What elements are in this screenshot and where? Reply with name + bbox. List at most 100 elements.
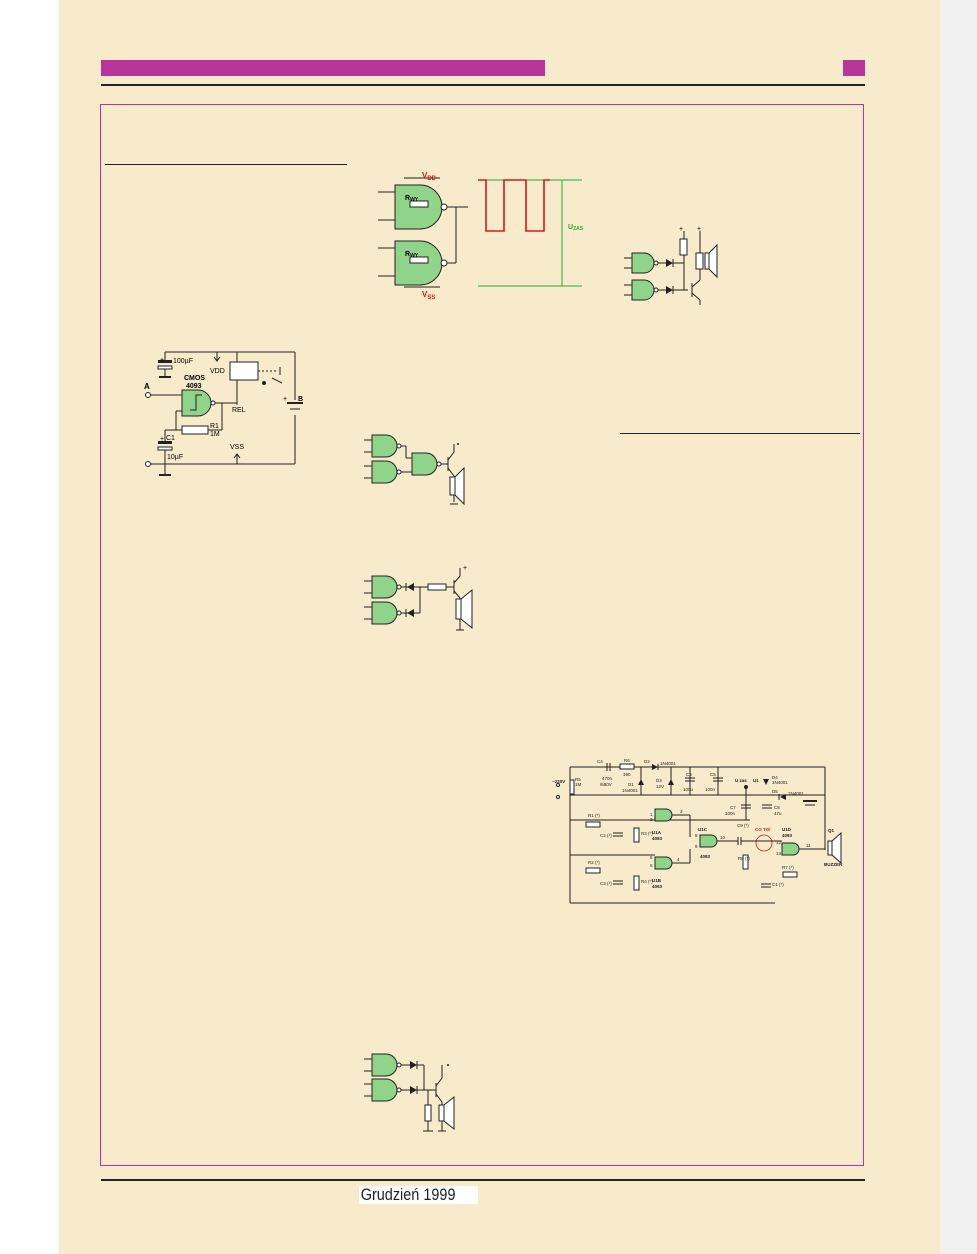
top-rule	[101, 84, 865, 86]
svg-text:~220V: ~220V	[552, 779, 565, 784]
svg-text:D4: D4	[772, 775, 778, 780]
svg-text:C6: C6	[686, 772, 692, 777]
svg-text:100n: 100n	[705, 787, 716, 792]
svg-text:+: +	[160, 357, 164, 364]
svg-text:D5: D5	[772, 789, 778, 794]
svg-text:100n: 100n	[725, 811, 736, 816]
svg-text:R8 (*): R8 (*)	[738, 856, 750, 861]
svg-text:VDD: VDD	[210, 368, 225, 375]
diode-resistor-driver-diagram: +	[364, 565, 473, 631]
svg-text:390: 390	[623, 772, 631, 777]
svg-text:RWY: RWY	[405, 251, 419, 259]
svg-text:VDD: VDD	[422, 171, 437, 182]
svg-text:4093: 4093	[782, 833, 793, 838]
svg-text:R1: R1	[210, 423, 219, 430]
svg-text:U1: U1	[753, 778, 759, 783]
svg-text:U1D: U1D	[782, 827, 792, 832]
svg-text:1M: 1M	[575, 782, 582, 787]
svg-text:4: 4	[677, 857, 680, 862]
svg-text:100u: 100u	[683, 787, 694, 792]
svg-text:U1A: U1A	[652, 830, 662, 835]
svg-text:VSS: VSS	[422, 290, 435, 301]
bottom-rule	[101, 1179, 865, 1181]
svg-text:+: +	[160, 436, 164, 443]
svg-text:R5: R5	[575, 777, 581, 782]
svg-text:D3: D3	[656, 778, 662, 783]
svg-text:R1 (*): R1 (*)	[588, 813, 600, 818]
header-bar	[101, 60, 545, 76]
svg-text:1N4001: 1N4001	[772, 780, 788, 785]
svg-text:C7: C7	[730, 805, 736, 810]
svg-text:2: 2	[650, 817, 653, 822]
svg-text:BUZZER: BUZZER	[824, 862, 843, 867]
header-square	[843, 60, 865, 76]
svg-text:R4 (*): R4 (*)	[641, 879, 653, 884]
svg-text:+: +	[697, 226, 701, 233]
svg-text:100µF: 100µF	[173, 358, 193, 365]
svg-text:C1 (*): C1 (*)	[772, 882, 784, 887]
svg-text:+: +	[283, 396, 287, 403]
svg-text:4093: 4093	[652, 836, 663, 841]
svg-text:11: 11	[806, 843, 811, 848]
gate-chain-speaker-diagram	[364, 434, 465, 506]
svg-text:U zas: U zas	[735, 778, 747, 783]
svg-text:D1: D1	[628, 782, 634, 787]
svg-text:R2 (*): R2 (*)	[588, 860, 600, 865]
svg-text:REL: REL	[232, 407, 246, 414]
svg-text:UZAS: UZAS	[568, 224, 584, 232]
svg-text:1: 1	[650, 812, 653, 817]
svg-text:C2 (*): C2 (*)	[600, 833, 612, 838]
svg-text:CMOS: CMOS	[184, 375, 205, 382]
page-background	[59, 0, 940, 1254]
svg-text:10µF: 10µF	[167, 454, 183, 461]
svg-text:1N4001: 1N4001	[788, 791, 804, 796]
gates-waveform-diagram: VDD VSS RWY RWY UZAS	[378, 171, 584, 301]
svg-text:C4: C4	[597, 759, 603, 764]
svg-text:9: 9	[695, 844, 698, 849]
svg-text:D2: D2	[644, 759, 650, 764]
diode-driver-diagram-top-right: + +	[624, 226, 718, 305]
svg-text:47u: 47u	[774, 811, 782, 816]
svg-text:+: +	[679, 226, 683, 233]
svg-text:1M: 1M	[210, 431, 220, 438]
footer-date: Grudzień 1999	[359, 1186, 478, 1204]
svg-text:R7 (*): R7 (*)	[782, 865, 794, 870]
bottom-diode-driver-diagram	[364, 1053, 455, 1132]
svg-text:6: 6	[650, 863, 653, 868]
svg-text:5: 5	[650, 855, 653, 860]
svg-text:4093: 4093	[652, 884, 663, 889]
svg-text:U1B: U1B	[652, 878, 662, 883]
svg-text:B: B	[298, 396, 303, 403]
section-rule-right	[620, 433, 860, 434]
svg-text:4093: 4093	[186, 383, 202, 390]
svg-text:1N4001: 1N4001	[622, 788, 638, 793]
svg-text:U1C: U1C	[698, 827, 708, 832]
svg-text:C1: C1	[166, 435, 175, 442]
svg-text:R3 (*): R3 (*)	[641, 831, 653, 836]
svg-text:+: +	[463, 565, 467, 572]
svg-text:/680V: /680V	[600, 782, 612, 787]
svg-text:3: 3	[680, 809, 683, 814]
svg-text:C8: C8	[774, 805, 780, 810]
svg-text:A: A	[144, 382, 150, 391]
svg-text:10: 10	[720, 835, 726, 840]
svg-text:Q1: Q1	[828, 828, 835, 833]
relay-circuit-diagram: 100µF + VDD CMOS 4093 A REL R1 1M + C1 1…	[144, 351, 303, 476]
svg-text:RWY: RWY	[405, 195, 419, 203]
svg-text:1N4001: 1N4001	[660, 761, 676, 766]
content-frame	[100, 104, 864, 1166]
svg-text:470n: 470n	[602, 776, 613, 781]
page-shadow	[940, 0, 977, 1254]
svg-text:C9 (*): C9 (*)	[737, 823, 749, 828]
svg-text:4093: 4093	[700, 854, 711, 859]
svg-text:CO TO/: CO TO/	[755, 827, 771, 832]
svg-text:C5: C5	[710, 772, 716, 777]
svg-text:8: 8	[695, 833, 698, 838]
section-rule-left	[105, 164, 347, 165]
svg-text:C3 (*): C3 (*)	[600, 881, 612, 886]
svg-text:12V: 12V	[656, 784, 664, 789]
svg-text:R6: R6	[624, 758, 630, 763]
svg-text:VSS: VSS	[230, 444, 244, 451]
svg-text:13: 13	[776, 851, 782, 856]
